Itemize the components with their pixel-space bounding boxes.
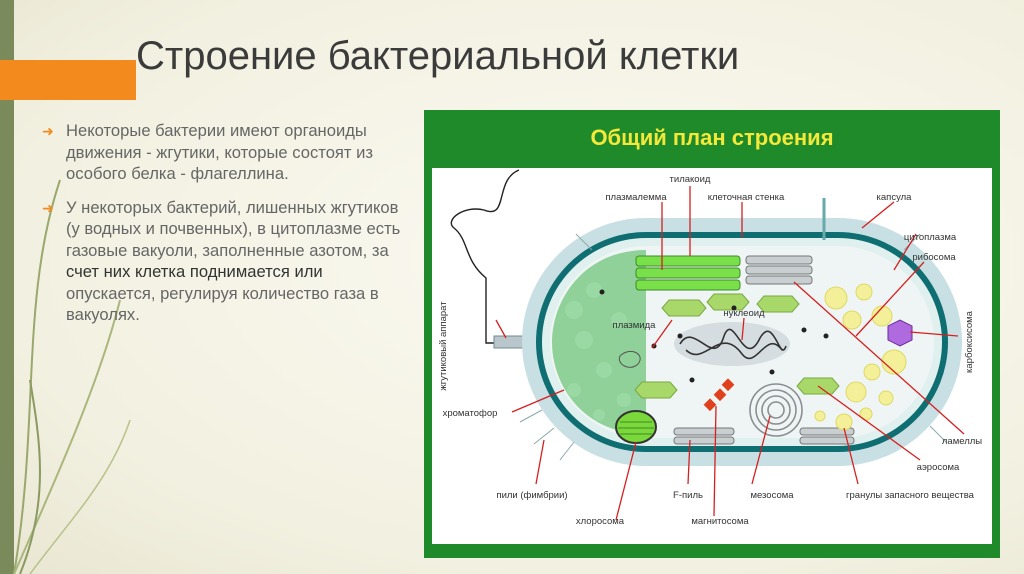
label-hromatofor: хроматофор: [443, 408, 498, 419]
bullet-arrow-icon: ➜: [42, 123, 54, 139]
bullet-item: ➜ У некоторых бактерий, лишенных жгутико…: [42, 197, 402, 326]
ribosomes: [599, 289, 829, 383]
lamellae-top: [745, 255, 813, 285]
chromatophore-vesicles: [565, 282, 631, 421]
carboxysome: [887, 319, 913, 347]
label-nukleoid: нуклеоид: [723, 308, 765, 319]
decorative-vines: [13, 179, 131, 574]
label-ribosoma: рибосома: [912, 252, 956, 263]
label-kapsula: капсула: [877, 192, 913, 203]
label-magnitosoma: магнитосома: [691, 516, 749, 527]
label-karboksisoma: карбоксисома: [964, 310, 975, 373]
lamellae-bottom: [673, 427, 855, 445]
flagellum: [450, 169, 522, 344]
label-plazmalemma: плазмалемма: [605, 192, 667, 203]
dna-strands: [679, 328, 787, 360]
label-granuly: гранулы запасного вещества: [846, 490, 975, 501]
chlorosome: [615, 410, 657, 444]
thylakoid-stack: [635, 255, 741, 291]
bullet-arrow-icon: ➜: [42, 199, 54, 216]
bullet-text: У некоторых бактерий, лишенных жгутиков …: [66, 197, 401, 260]
storage-granules: [814, 283, 907, 431]
bullet-highlight: счет них клетка поднимается или: [66, 262, 323, 281]
label-lamelly: ламеллы: [942, 436, 982, 447]
label-tilakoid: тилакоид: [670, 174, 711, 185]
bullet-text-end: опускается, регулируя количество газа в …: [66, 283, 379, 325]
label-pili: пили (фимбрии): [496, 490, 567, 501]
label-mezosoma: мезосома: [750, 490, 794, 501]
bullet-list: ➜ Некоторые бактерии имеют органоиды дви…: [42, 120, 402, 338]
label-plazmida: плазмида: [613, 320, 657, 331]
bullet-text: Некоторые бактерии имеют органоиды движе…: [66, 121, 374, 183]
plasmid: [618, 351, 641, 368]
mesosome: [749, 383, 803, 437]
label-aerosoma: аэросома: [917, 462, 960, 473]
label-hlorosoma: хлоросома: [576, 516, 625, 527]
label-f-pil: F-пиль: [673, 490, 703, 501]
title-accent-bar: [0, 60, 136, 100]
pili: [519, 233, 947, 461]
left-decor-stripe: [0, 0, 14, 574]
label-leader-lines: [495, 186, 965, 521]
cell-diagram: Общий план строения: [424, 110, 1000, 558]
slide-title: Строение бактериальной клетки: [136, 34, 740, 78]
label-kletochnaya-stenka: клеточная стенка: [708, 192, 785, 203]
diagram-title: Общий план строения: [590, 125, 833, 150]
label-zhgutikovy-apparat: жгутиковый аппарат: [438, 301, 449, 391]
label-tsitoplazma: цитоплазма: [904, 232, 957, 243]
bullet-item: ➜ Некоторые бактерии имеют органоиды дви…: [42, 120, 402, 185]
